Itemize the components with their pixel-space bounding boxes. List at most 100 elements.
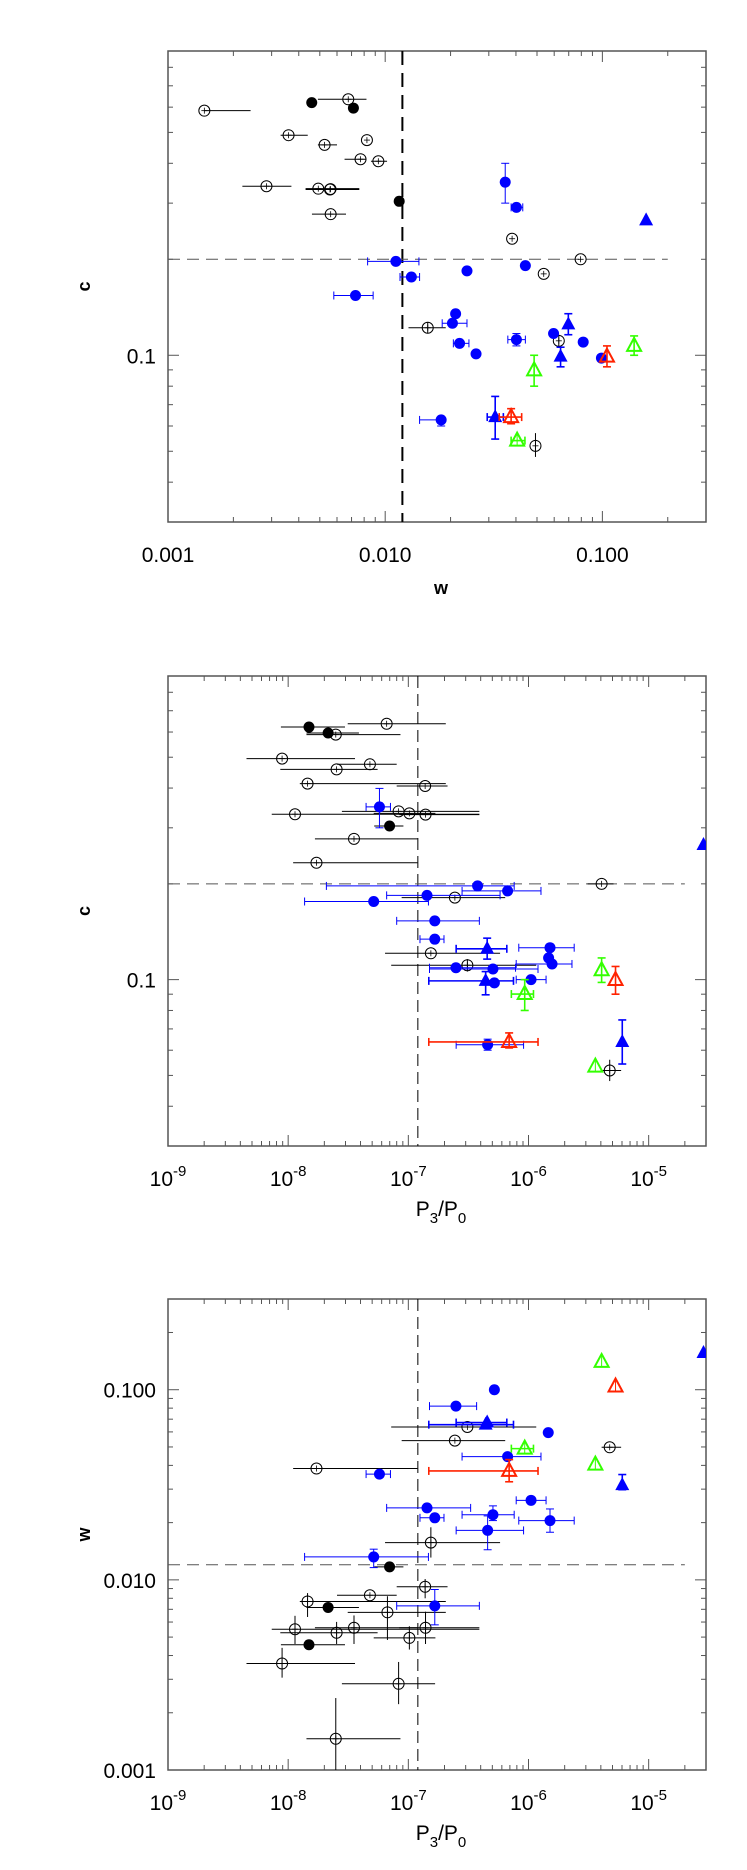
filled-circle-marker: [577, 336, 589, 348]
series-open-circle: [246, 717, 622, 1082]
series-open-circle: [246, 1420, 622, 1770]
axis-title-text: P: [416, 1822, 430, 1845]
series-filled-circle: [304, 1384, 575, 1626]
data-point: [337, 1589, 397, 1602]
open-circle-marker: [310, 856, 323, 869]
x-axis-title: P3/P0: [416, 1822, 467, 1851]
open-circle-marker: [324, 183, 337, 196]
y-tick-label: 0.100: [103, 1380, 156, 1403]
filled-circle-marker: [519, 260, 531, 272]
data-point: [386, 1502, 472, 1514]
x-tick-label: 0.010: [359, 544, 412, 567]
open-circle-marker: [424, 1536, 437, 1549]
data-point: [299, 777, 446, 790]
series-open-circle: [198, 93, 587, 457]
data-point: [324, 183, 337, 196]
data-point: [553, 346, 568, 368]
data-point: [419, 933, 445, 945]
data-point: [317, 93, 367, 106]
data-point: [280, 1639, 345, 1651]
data-point: [561, 312, 576, 336]
filled-triangle-marker: [696, 1344, 706, 1358]
filled-circle-marker: [487, 1509, 499, 1521]
tick-exponent: -8: [293, 1787, 306, 1804]
filled-circle-marker: [429, 915, 441, 927]
open-circle-marker: [461, 959, 474, 972]
data-point: [299, 1593, 446, 1617]
filled-circle-marker: [373, 1468, 385, 1480]
open-circle-marker: [403, 807, 416, 820]
data-points: [246, 1344, 706, 1770]
data-point: [427, 1458, 539, 1483]
tick-base: 10: [270, 1168, 293, 1191]
data-point: [519, 260, 531, 272]
filled-circle-marker: [350, 289, 362, 301]
data-point: [370, 155, 388, 168]
data-point: [587, 877, 614, 890]
tick-exponent: -9: [173, 1163, 186, 1180]
data-point: [347, 102, 359, 114]
filled-triangle-marker: [488, 409, 503, 423]
filled-circle-marker: [446, 317, 458, 329]
data-point: [408, 321, 446, 334]
data-point: [333, 289, 374, 301]
data-point: [396, 780, 448, 793]
data-point: [586, 1056, 605, 1073]
filled-circle-marker: [435, 414, 447, 426]
filled-circle-marker: [482, 1524, 494, 1536]
open-circle-marker: [342, 93, 355, 106]
tick-base: 10: [390, 1792, 413, 1815]
tick-base: 10: [270, 1792, 293, 1815]
open-circle-marker: [198, 104, 211, 117]
data-point: [314, 832, 418, 845]
data-point: [391, 1420, 537, 1433]
open-circle-marker: [330, 1626, 343, 1639]
open-circle-marker: [289, 808, 302, 821]
open-circle-marker: [419, 1580, 432, 1593]
x-tick-label: 10-7: [390, 1163, 427, 1191]
open-circle-marker: [552, 334, 565, 347]
filled-triangle-marker: [615, 1033, 630, 1047]
data-point: [306, 97, 318, 109]
x-tick-label: 10-9: [150, 1787, 187, 1815]
data-point: [306, 1698, 401, 1770]
open-circle-marker: [448, 891, 461, 904]
data-point: [304, 1548, 429, 1569]
data-point: [455, 1038, 525, 1051]
series-filled-circle: [306, 97, 405, 207]
data-point: [246, 1647, 356, 1678]
data-point: [510, 978, 535, 1012]
filled-triangle-marker: [480, 940, 495, 954]
data-point: [365, 1468, 391, 1480]
data-point: [427, 1031, 539, 1049]
y-axis-title: c: [74, 281, 94, 291]
data-point: [419, 1512, 445, 1524]
filled-circle-marker: [502, 885, 514, 897]
open-circle-marker: [403, 1631, 416, 1644]
data-point: [428, 1400, 478, 1412]
open-circle-marker: [347, 832, 360, 845]
open-circle-marker: [324, 208, 337, 221]
data-point: [455, 1515, 525, 1551]
filled-circle-marker: [393, 195, 405, 207]
open-circle-marker: [312, 182, 325, 195]
data-point: [510, 1438, 535, 1455]
filled-triangle-marker: [615, 1477, 630, 1491]
open-circle-marker: [282, 129, 295, 142]
axis-ticks: [167, 675, 707, 1147]
open-circle-marker: [424, 947, 437, 960]
data-point: [601, 1059, 622, 1082]
data-point: [615, 1473, 630, 1491]
open-circle-marker: [310, 1462, 323, 1475]
data-point: [360, 134, 373, 147]
data-point: [518, 1508, 575, 1533]
data-point: [525, 354, 543, 387]
x-tick-label: 10-5: [630, 1787, 667, 1815]
open-circle-marker: [419, 780, 432, 793]
filled-triangle-marker: [639, 212, 654, 226]
data-point: [488, 1384, 500, 1396]
filled-circle-marker: [499, 176, 511, 188]
axis-title-subscript: 3: [430, 1834, 438, 1851]
